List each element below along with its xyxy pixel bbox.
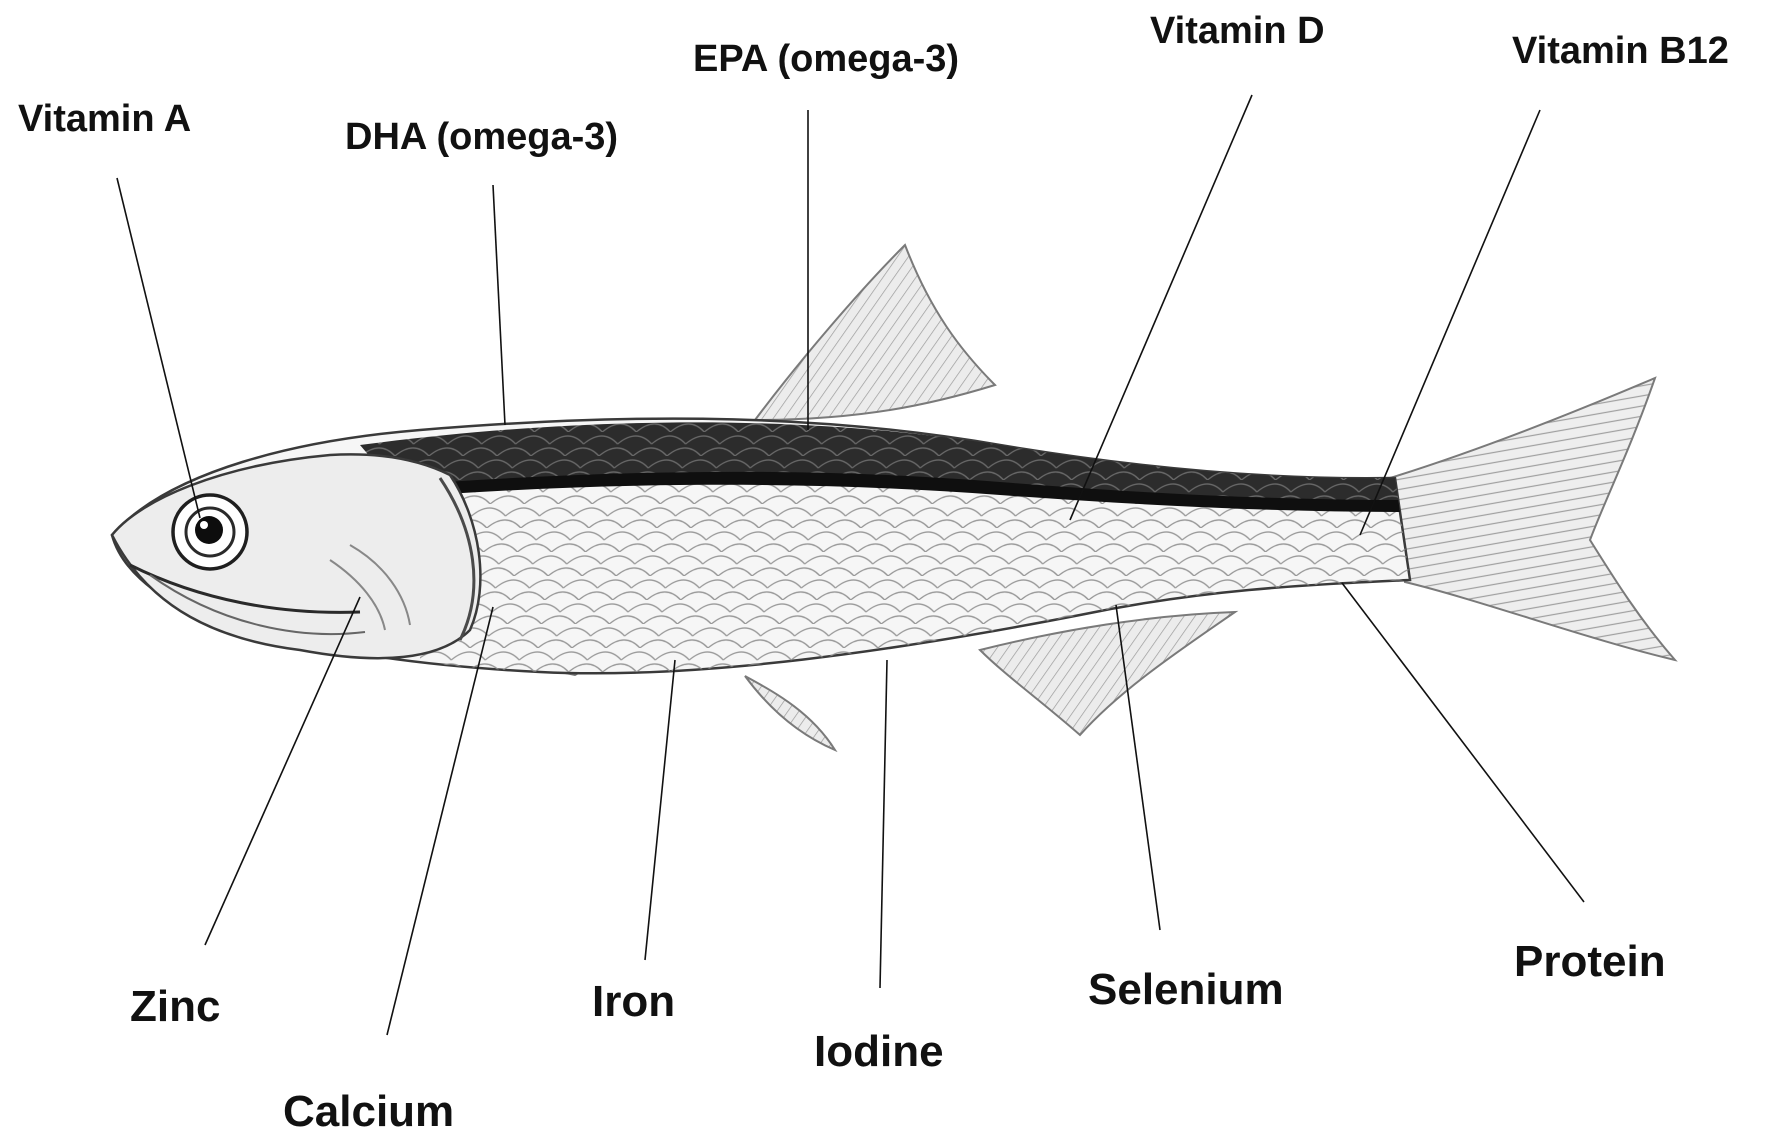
leader-line-vitamin-d xyxy=(1070,95,1252,520)
label-epa: EPA (omega-3) xyxy=(693,40,959,78)
label-selenium: Selenium xyxy=(1088,968,1284,1012)
leader-line-zinc xyxy=(205,597,360,945)
leader-line-iron xyxy=(645,660,675,960)
label-vitamin-d: Vitamin D xyxy=(1150,12,1325,50)
label-vitamin-a: Vitamin A xyxy=(18,100,191,138)
fish-head xyxy=(112,454,480,658)
label-protein: Protein xyxy=(1514,940,1666,984)
leader-line-dha xyxy=(493,185,505,425)
label-zinc: Zinc xyxy=(130,985,220,1029)
pelvic-fin xyxy=(745,676,835,750)
leader-line-protein xyxy=(1342,583,1584,902)
label-iron: Iron xyxy=(592,980,675,1024)
leader-line-iodine xyxy=(880,660,887,988)
fish-eye xyxy=(173,495,247,569)
tail-fin xyxy=(1390,378,1675,660)
dorsal-fin xyxy=(755,245,995,420)
label-dha: DHA (omega-3) xyxy=(345,118,618,156)
label-vitamin-b12: Vitamin B12 xyxy=(1512,32,1729,70)
label-calcium: Calcium xyxy=(283,1090,454,1134)
anal-fin xyxy=(980,612,1235,735)
leader-line-vitamin-a xyxy=(117,178,200,518)
leader-line-calcium xyxy=(387,607,493,1035)
label-iodine: Iodine xyxy=(814,1030,944,1074)
